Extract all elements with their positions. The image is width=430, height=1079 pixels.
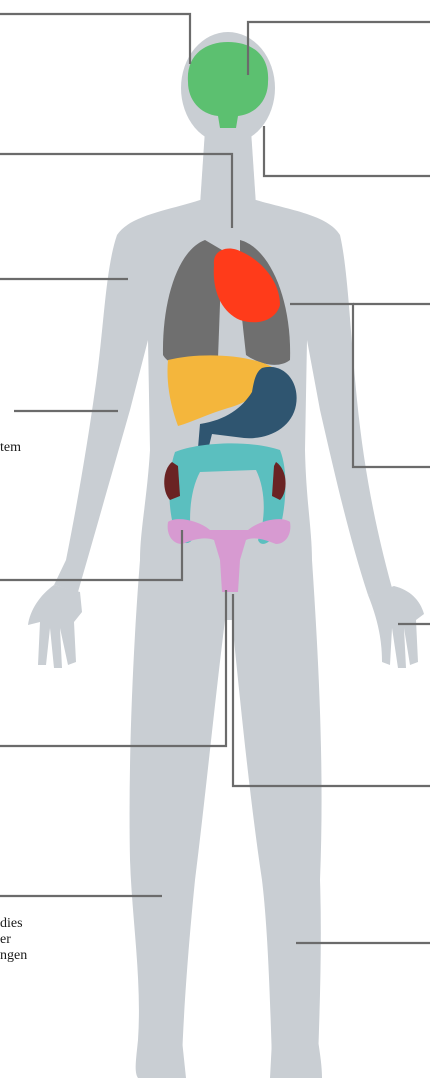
- label-note-line-1: dies: [0, 916, 27, 932]
- leader-line-spine: [264, 126, 430, 176]
- label-system-fragment: tem: [0, 440, 21, 456]
- label-note-fragment: dies er ngen: [0, 916, 27, 964]
- leader-line-brain-top: [248, 22, 430, 75]
- label-note-line-2: er: [0, 932, 27, 948]
- leader-line-brain: [0, 14, 190, 64]
- label-note-line-3: ngen: [0, 948, 27, 964]
